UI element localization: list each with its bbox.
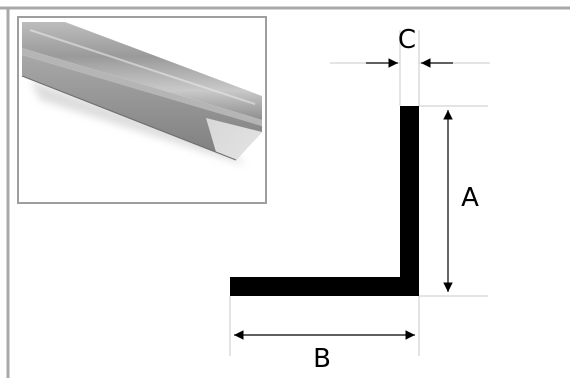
dimension-b: B [234,330,415,374]
dimension-c: C [366,25,453,68]
profile-horizontal-leg [230,277,419,296]
dimension-a-label: A [461,183,479,213]
profile-vertical-leg [400,106,419,296]
dimension-b-label: B [313,344,331,374]
aluminium-angle-photo [21,22,262,165]
dimension-a: A [443,110,479,292]
angle-profile-shape [230,106,419,296]
extension-lines [229,30,490,356]
photo-box [17,16,267,204]
dimension-c-label: C [398,25,416,55]
